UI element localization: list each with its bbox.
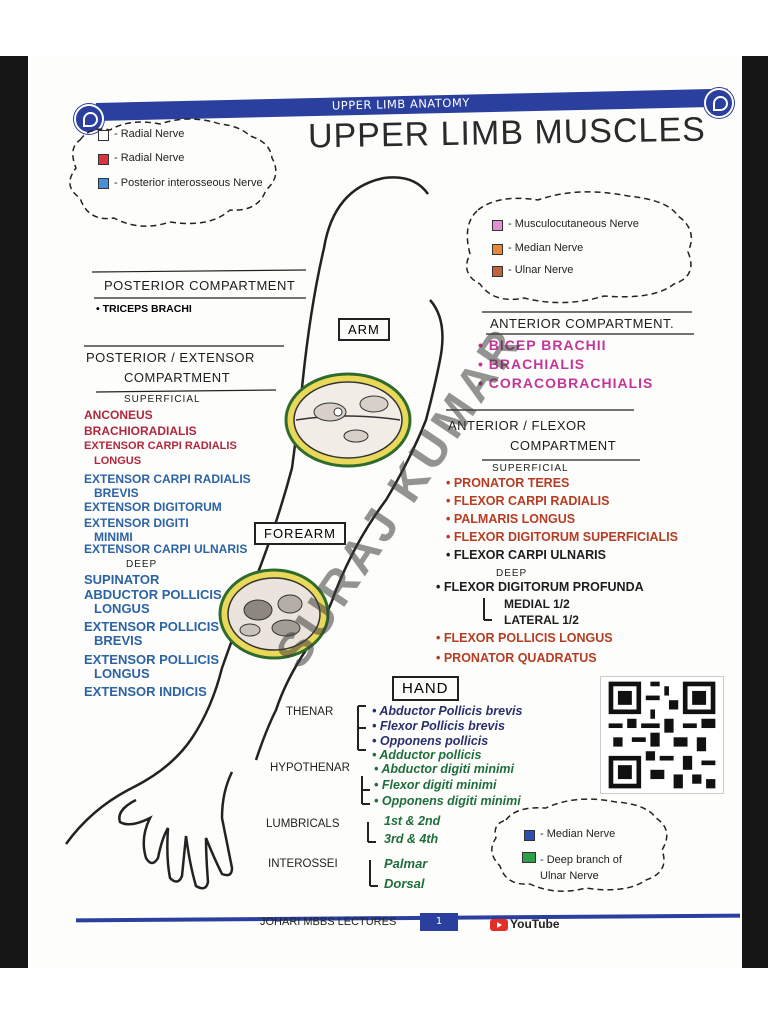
flexor-superficial-item: • FLEXOR DIGITORUM SUPERFICIALIS: [446, 530, 678, 544]
lumbricals-label: LUMBRICALS: [266, 818, 340, 830]
right-frame: [742, 56, 768, 968]
legend-swatch-median-blue: [524, 830, 535, 841]
flexor-carpi-ulnaris-item: • FLEXOR CARPI ULNARIS: [446, 548, 606, 562]
lumbricals-item: 1st & 2nd: [384, 814, 441, 828]
legend-swatch-deep-ulnar: [522, 852, 536, 863]
page-number: 1: [420, 913, 458, 931]
extensor-deep-item: ABDUCTOR POLLICIS: [84, 587, 222, 602]
posterior-compartment-label: COMPARTMENT: [124, 370, 231, 385]
legend-bottom-item: - Deep branch of Ulnar Nerve: [540, 854, 622, 882]
superficial-label-right: SUPERFICIAL: [492, 463, 569, 474]
extensor-superficial-item: EXTENSOR CARPI ULNARIS: [84, 542, 248, 556]
flexor-deep-item: • PRONATOR QUADRATUS: [436, 651, 597, 665]
extensor-superficial-item: EXTENSOR CARPI RADIALIS: [84, 440, 237, 452]
footer-text: JOHARI MBBS LECTURES: [260, 916, 397, 928]
legend-bottom-item: - Median Nerve: [540, 828, 616, 840]
extensor-superficial-item: ANCONEUS: [84, 408, 153, 422]
posterior-extensor-heading: POSTERIOR / EXTENSOR: [86, 350, 255, 365]
hypothenar-item: • Opponens digiti minimi: [374, 794, 521, 808]
left-frame: [0, 56, 28, 968]
legend-right-item: - Median Nerve: [508, 242, 584, 254]
extensor-superficial-item: BRACHIORADIALIS: [84, 424, 197, 438]
anterior-item: • BICEP BRACHII: [478, 337, 607, 353]
legend-cloud-bottom: [491, 798, 668, 892]
fdp-lateral: LATERAL 1/2: [504, 613, 579, 627]
anterior-item: • CORACOBRACHIALIS: [478, 375, 654, 391]
legend-swatch-radial-white: [98, 130, 109, 141]
legend-cloud-right: [465, 191, 693, 304]
arm-label-box: ARM: [338, 318, 390, 341]
extensor-deep-item: SUPINATOR: [84, 572, 160, 587]
extensor-superficial-item: EXTENSOR DIGITI: [84, 516, 189, 530]
thenar-item: • Adductor pollicis: [372, 748, 482, 762]
youtube-link[interactable]: YouTube: [490, 917, 560, 931]
fdp-medial: MEDIAL 1/2: [504, 597, 570, 611]
hand-label-box: HAND: [392, 676, 459, 701]
arm-outline-medial: [254, 176, 444, 761]
legend-swatch-ulnar: [492, 266, 503, 277]
hypothenar-label: HYPOTHENAR: [270, 762, 350, 774]
qr-code: [600, 676, 724, 794]
extensor-deep-item: BREVIS: [94, 633, 143, 648]
thenar-label: THENAR: [286, 706, 334, 718]
thenar-item: • Opponens pollicis: [372, 734, 489, 748]
legend-right-item: - Ulnar Nerve: [508, 264, 574, 276]
interossei-item: Dorsal: [384, 876, 425, 891]
flexor-deep-item: • FLEXOR POLLICIS LONGUS: [436, 631, 613, 645]
hypothenar-item: • Flexor digiti minimi: [374, 778, 497, 792]
lumbricals-item: 3rd & 4th: [384, 832, 439, 846]
legend-left-item: - Radial Nerve: [114, 152, 185, 164]
deep-label-left: DEEP: [126, 559, 158, 570]
flexor-superficial-item: • FLEXOR CARPI RADIALIS: [446, 494, 610, 508]
extensor-superficial-item: MINIMI: [94, 530, 133, 544]
extensor-superficial-item: BREVIS: [94, 486, 139, 500]
anterior-compartment-label: COMPARTMENT: [510, 438, 617, 453]
hypothenar-item: • Abductor digiti minimi: [374, 762, 515, 776]
flexor-superficial-item: • PRONATOR TERES: [446, 476, 570, 490]
interossei-item: Palmar: [384, 856, 428, 871]
hand-outline: [118, 771, 234, 890]
legend-swatch-pin: [98, 178, 109, 189]
extensor-deep-item: EXTENSOR POLLICIS: [84, 652, 220, 667]
interossei-label: INTEROSSEI: [268, 858, 338, 870]
posterior-compartment-heading: POSTERIOR COMPARTMENT: [104, 278, 296, 293]
thenar-item: • Abductor Pollicis brevis: [372, 704, 523, 718]
legend-cloud-left: [69, 118, 277, 227]
extensor-deep-item: EXTENSOR INDICIS: [84, 684, 207, 699]
anterior-flexor-heading: ANTERIOR / FLEXOR: [448, 418, 587, 433]
legend-swatch-musculocutaneous: [492, 220, 503, 231]
anterior-compartment-heading: ANTERIOR COMPARTMENT.: [490, 316, 675, 331]
deep-label-right: DEEP: [496, 568, 528, 579]
extensor-superficial-item: EXTENSOR DIGITORUM: [84, 500, 222, 514]
legend-left-item: - Radial Nerve: [114, 128, 185, 140]
extensor-deep-item: LONGUS: [94, 601, 150, 616]
legend-swatch-radial-red: [98, 154, 109, 165]
superficial-label-left: SUPERFICIAL: [124, 394, 201, 405]
stethoscope-logo-icon: [704, 88, 734, 118]
forearm-label-box: FOREARM: [254, 522, 346, 545]
legend-left-item: - Posterior interosseous Nerve: [114, 177, 263, 189]
extensor-superficial-item: LONGUS: [94, 455, 142, 467]
fdp-item: • FLEXOR DIGITORUM PROFUNDA: [436, 580, 644, 594]
youtube-icon: [490, 918, 508, 931]
flexor-superficial-item: • PALMARIS LONGUS: [446, 512, 576, 526]
legend-right-item: - Musculocutaneous Nerve: [508, 218, 639, 230]
triceps-item: • TRICEPS BRACHI: [96, 303, 192, 315]
extensor-superficial-item: EXTENSOR CARPI RADIALIS: [84, 472, 251, 486]
youtube-label: YouTube: [510, 917, 560, 931]
extensor-deep-item: LONGUS: [94, 666, 150, 681]
thenar-item: • Flexor Pollicis brevis: [372, 719, 505, 733]
anterior-item: • BRACHIALIS: [478, 356, 586, 372]
page: [28, 56, 742, 968]
extensor-deep-item: EXTENSOR POLLICIS: [84, 619, 220, 634]
legend-swatch-median: [492, 244, 503, 255]
arm-outline-lateral: [64, 176, 385, 845]
